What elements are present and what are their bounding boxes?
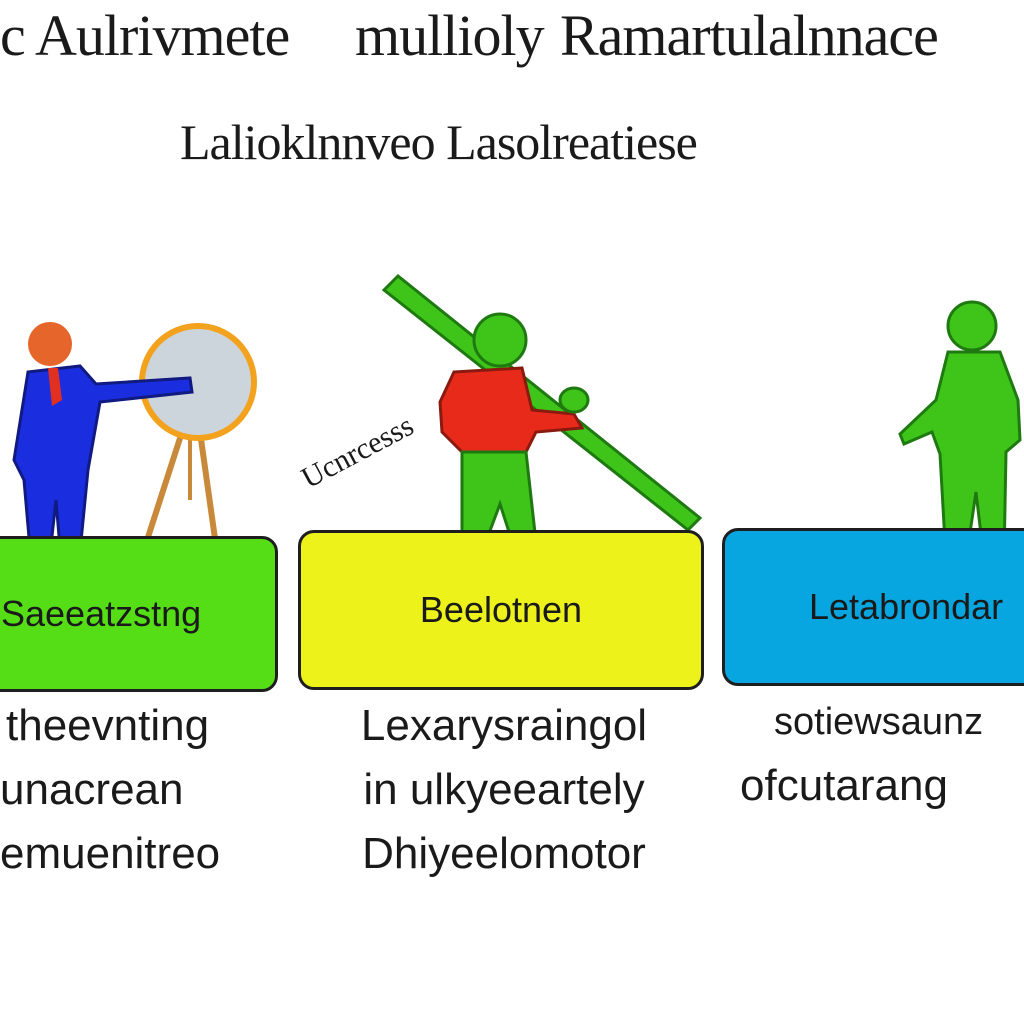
description-line: Dhiyeelomotor xyxy=(362,829,646,878)
description-line: ofcutarang xyxy=(740,761,948,810)
diagram-subtitle: Lalioklnnveo Lasolreatiese xyxy=(180,114,698,170)
stage-description-2: Lexarysraingol in ulkyeeartely Dhiyeelom… xyxy=(308,694,700,886)
stage-description-1: theevnting unacrean emuenitreo xyxy=(0,694,220,886)
stage-label-2: Beelotnen xyxy=(419,589,583,630)
description-line: theevnting xyxy=(6,701,210,750)
presenter-head xyxy=(28,322,72,366)
stage-description-3: sotiewsaunz ofcutarang xyxy=(740,690,983,818)
stage-label-3: Letabrondar xyxy=(809,586,1004,627)
stage-box-3: Letabrondar xyxy=(722,528,1024,686)
description-line: unacrean xyxy=(0,765,184,814)
description-line: emuenitreo xyxy=(0,829,221,878)
description-line: Lexarysraingol xyxy=(360,701,648,750)
title-part-3: Ramartulalnnace xyxy=(560,3,939,68)
presenter-figure xyxy=(12,322,257,574)
stage-label-1: Saeeatzstng xyxy=(1,593,202,634)
stage-box-2: Beelotnen xyxy=(298,530,704,690)
right-figure-head xyxy=(946,300,998,352)
middle-figure-head xyxy=(472,312,528,368)
title-part-1: c Aulrivmete xyxy=(0,3,290,68)
diagram-title: c Aulrivmete mullioly Ramartulalnnace xyxy=(0,6,1024,66)
middle-figure xyxy=(381,273,703,568)
description-line: sotiewsaunz xyxy=(774,701,984,743)
stage-box-1: Saeeatzstng xyxy=(0,536,278,692)
description-line: in ulkyeeartely xyxy=(363,765,645,814)
title-part-2: mullioly xyxy=(355,3,545,68)
right-figure xyxy=(898,300,1022,562)
